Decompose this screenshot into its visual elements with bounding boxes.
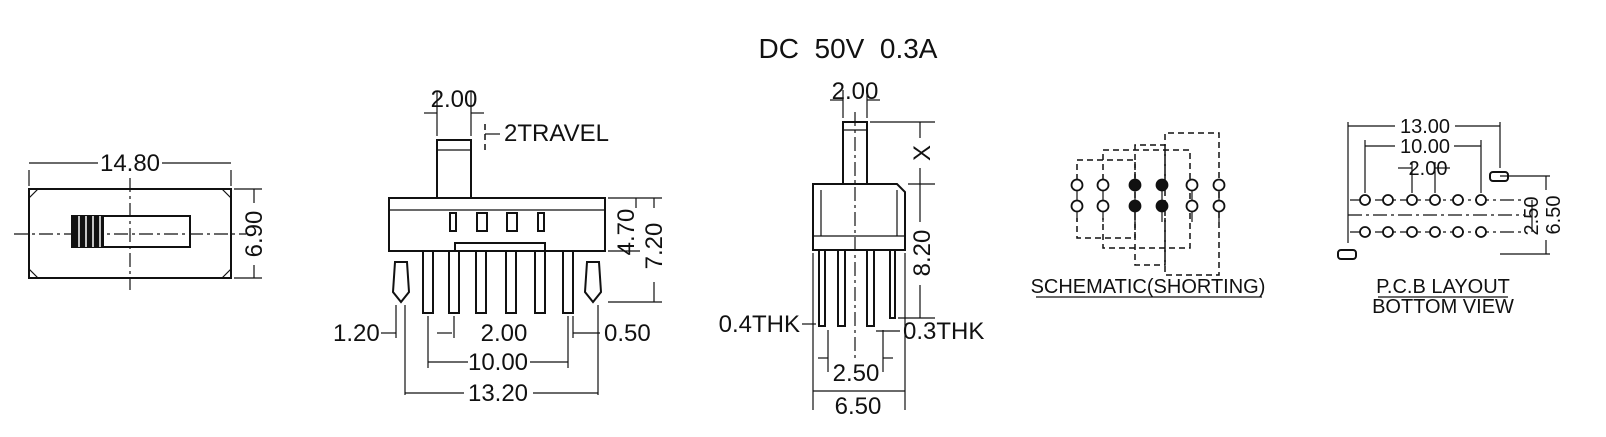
pcb-tab-pad-left	[1337, 249, 1357, 260]
front-knob	[436, 139, 472, 199]
front-view: 2.00 2TRAVEL 4.70 7.20 1.20 2.00 0.50 10…	[333, 86, 668, 407]
front-pin-1	[422, 250, 434, 314]
pcb-row-spacing-dim: 2.50	[1521, 197, 1543, 236]
side-pin-spacing-dim: 2.50	[833, 360, 880, 387]
schematic-contacts	[1070, 178, 1226, 222]
front-tab-width-dim: 0.50	[604, 320, 651, 347]
pcb-pitch-dim: 2.00	[1409, 158, 1448, 180]
front-pitch-dim: 2.00	[481, 320, 528, 347]
front-body-height-dim: 4.70	[613, 209, 640, 256]
schematic: SCHEMATIC(SHORTING)	[1031, 132, 1266, 298]
pcb-layout: 13.00 10.00 2.00	[1337, 116, 1565, 318]
front-slot-3	[506, 212, 518, 232]
side-lead-thk-dim: 0.4THK	[719, 311, 800, 338]
side-pin-2	[837, 249, 846, 327]
top-view-knob-grip	[72, 216, 104, 247]
top-view: 14.80 6.90	[14, 150, 268, 290]
front-travel-dim: 2TRAVEL	[504, 120, 609, 147]
side-knob-height-dim: X	[909, 145, 936, 161]
front-tab-left	[391, 261, 411, 304]
front-slot-2	[476, 212, 488, 232]
front-lead-width-dim: 1.20	[333, 320, 380, 347]
front-pin-4	[505, 250, 517, 314]
pcb-span-dim: 10.00	[1400, 136, 1450, 158]
pcb-caption-line1: P.C.B LAYOUT	[1376, 276, 1510, 298]
top-width-dim: 14.80	[100, 150, 160, 177]
top-height-dim: 6.90	[241, 211, 268, 258]
pcb-pads	[1359, 194, 1487, 238]
front-base-step	[454, 242, 546, 252]
side-pin-1	[818, 249, 826, 327]
side-pin-4	[889, 249, 896, 319]
front-overall-width-dim: 13.20	[468, 380, 528, 407]
front-total-height-dim: 7.20	[641, 223, 668, 270]
front-pin-3	[475, 250, 487, 314]
side-pin-height-dim: 8.20	[909, 230, 936, 277]
front-tab-right	[583, 261, 603, 304]
side-body	[812, 183, 906, 251]
front-pin-6	[562, 250, 574, 314]
pcb-height-dim: 6.50	[1543, 196, 1565, 235]
front-slot-4	[537, 212, 545, 232]
pcb-overall-dim: 13.00	[1400, 116, 1450, 138]
side-pin-3	[866, 249, 875, 327]
front-knob-dim: 2.00	[431, 86, 478, 113]
front-pin-5	[534, 250, 546, 314]
side-view: 2.00 X 8.20 0.4THK 0.3THK 2.50 6.50	[719, 78, 985, 420]
schematic-caption: SCHEMATIC(SHORTING)	[1031, 276, 1266, 298]
side-knob-width-dim: 2.00	[832, 78, 879, 105]
front-lead-span-dim: 10.00	[468, 349, 528, 376]
schematic-shorting-box-2	[1102, 149, 1191, 249]
schematic-shorting-box-1	[1076, 159, 1136, 239]
front-pin-2	[448, 250, 460, 314]
side-tab-thk-dim: 0.3THK	[903, 318, 984, 345]
pcb-caption-line2: BOTTOM VIEW	[1372, 296, 1514, 318]
front-slot-1	[449, 212, 457, 232]
rating-title: DC 50V 0.3A	[759, 33, 938, 64]
side-overall-width-dim: 6.50	[835, 393, 882, 420]
